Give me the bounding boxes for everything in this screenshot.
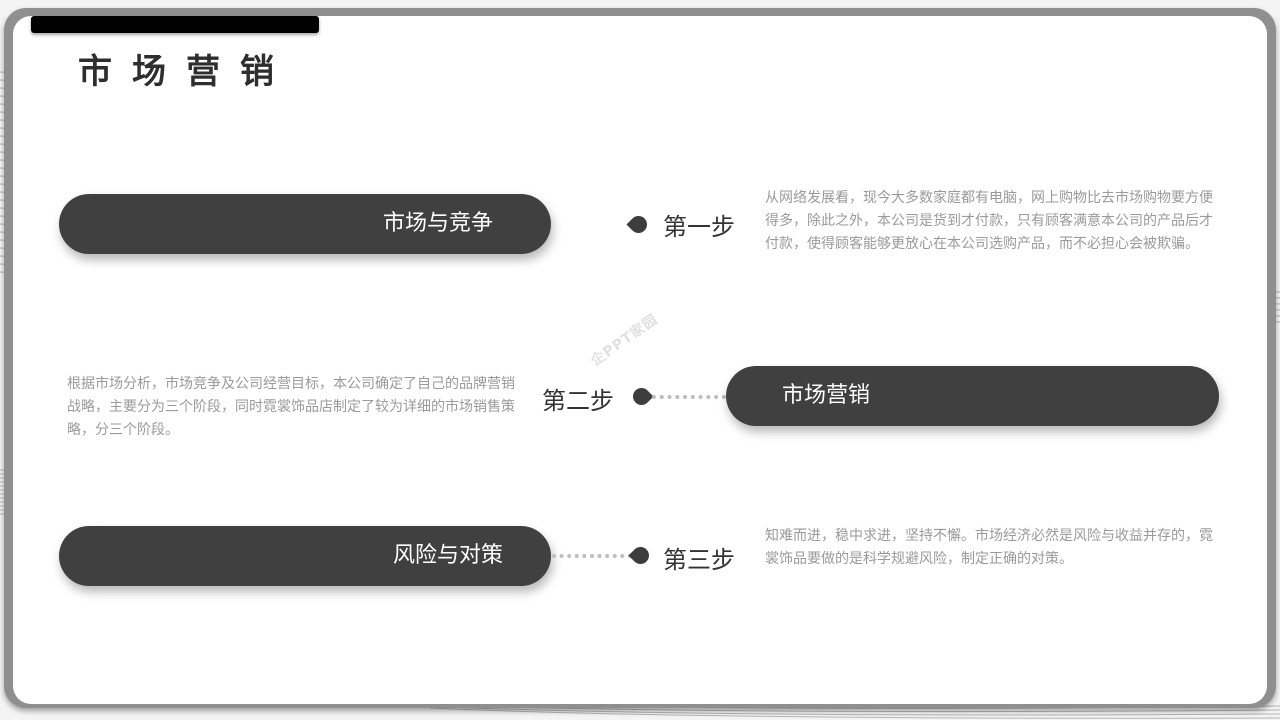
pill-market-competition[interactable]: 市场与竞争 (59, 194, 551, 254)
step-2-label: 第二步 (542, 387, 614, 415)
pill-label: 风险与对策 (392, 543, 503, 568)
step-2-description: 根据市场分析，市场竞争及公司经营目标，本公司确定了自己的品牌营销战略，主要分为三… (67, 376, 515, 438)
dotted-connector (652, 395, 726, 399)
content-card (13, 16, 1267, 704)
pill-label: 市场与竞争 (382, 211, 493, 236)
step-1-label: 第一步 (663, 213, 735, 241)
pill-risk-countermeasures[interactable]: 风险与对策 (59, 526, 551, 586)
step-3-description: 知难而进，稳中求进，坚持不懈。市场经济必然是风险与收益并存的，霓裳饰品要做的是科… (765, 528, 1213, 567)
pill-label: 市场营销 (782, 383, 871, 408)
page-title: 市场营销 (78, 52, 294, 92)
title-accent-bar (31, 16, 319, 33)
dotted-connector (552, 554, 632, 558)
step-1-description: 从网络发展看，现今大多数家庭都有电脑，网上购物比去市场购物要方便得多，除此之外，… (765, 190, 1213, 252)
step-3-label: 第三步 (663, 546, 735, 574)
pill-marketing[interactable]: 市场营销 (726, 366, 1219, 426)
